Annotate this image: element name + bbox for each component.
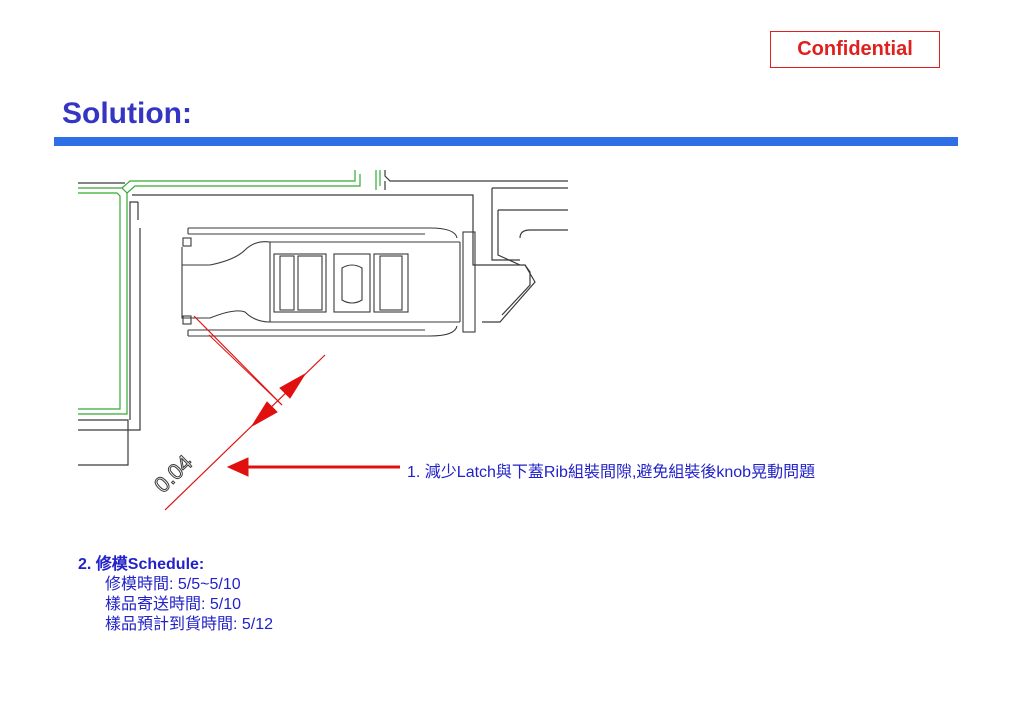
dimension-arrow-lower [251,401,278,427]
dimension-arrow-upper [279,373,306,399]
slide-title: Solution: [62,97,192,130]
schedule-item-mold-rework: 修模時間: 5/5~5/10 [105,576,241,593]
note-reduce-gap: 1. 減少Latch與下蓋Rib組裝間隙,避免組裝後knob晃動問題 [407,464,816,481]
housing-outline [78,170,568,466]
schedule-section: 2. 修模Schedule: 修模時間: 5/5~5/10 樣品寄送時間: 5/… [78,555,273,635]
dimension-label: 0.04 [149,450,197,498]
confidential-badge: Confidential [770,31,940,68]
latch-body [181,227,476,337]
schedule-item-sample-shipping: 樣品寄送時間: 5/10 [105,596,242,613]
schedule-item-sample-arrival: 樣品預計到貨時間: 5/12 [105,616,274,633]
schedule-heading: 2. 修模Schedule: [78,556,205,573]
callout-arrow-head [226,457,249,477]
title-underline [54,137,958,146]
dimension-annotation [164,315,400,511]
green-outline [78,170,381,415]
